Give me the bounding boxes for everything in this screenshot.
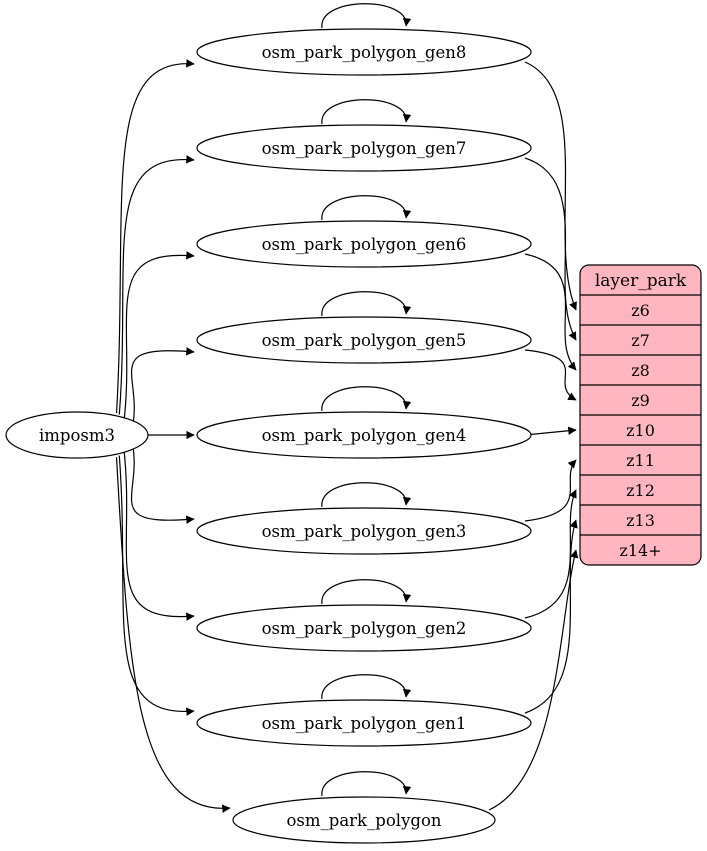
edge-gen3-to-z11: [524, 459, 577, 522]
record-row-z9[interactable]: z9: [631, 391, 650, 410]
table-nodes: osm_park_polygon_gen8 osm_park_polygon_ge…: [5, 28, 532, 844]
self-loop-gen1: [321, 674, 412, 700]
edge-imposm3-to-base: [115, 456, 231, 813]
edge-imposm3-to-gen5: [131, 347, 195, 429]
self-loop-gen7: [321, 99, 412, 125]
edge-gen5-to-z9: [524, 349, 577, 401]
node-gen8-ellipse[interactable]: [196, 28, 532, 76]
record-row-z7[interactable]: z7: [631, 331, 650, 350]
edge-gen2-to-z12: [524, 489, 577, 619]
edge-imposm3-to-gen7: [118, 155, 195, 415]
node-gen3-ellipse[interactable]: [196, 507, 532, 555]
layer-park-record-node[interactable]: layer_park z6 z7 z8 z9 z10 z11 z12 z13 z14+: [579, 264, 702, 566]
self-loop-gen4: [321, 386, 412, 412]
node-gen5-ellipse[interactable]: [196, 316, 532, 364]
self-loop-gen2: [321, 579, 412, 605]
node-gen2-label: osm_park_polygon_gen2: [262, 619, 467, 638]
self-loop-gen5: [321, 291, 412, 317]
node-base-label: osm_park_polygon: [286, 811, 441, 830]
edge-imposm3-to-gen1: [118, 455, 195, 716]
self-loop-gen8: [321, 3, 412, 29]
edge-gen8-to-z6: [524, 61, 577, 311]
node-imposm3-ellipse[interactable]: [5, 411, 149, 459]
record-row-z11[interactable]: z11: [626, 451, 655, 470]
edge-gen1-to-z13: [524, 519, 578, 714]
node-gen1-ellipse[interactable]: [196, 699, 532, 747]
edge-gen6-to-z8: [524, 253, 577, 371]
node-gen8-label: osm_park_polygon_gen8: [262, 43, 467, 62]
self-loop-edges: [321, 3, 412, 797]
edge-gen4-to-z10: [524, 426, 577, 436]
self-loop-gen3: [321, 482, 412, 508]
node-gen7-ellipse[interactable]: [196, 124, 532, 172]
record-row-z10[interactable]: z10: [626, 421, 655, 440]
edges-to-layer-park: [488, 61, 579, 811]
node-gen3-label: osm_park_polygon_gen3: [262, 522, 467, 541]
edge-gen7-to-z7: [524, 157, 577, 341]
edge-base-to-z14+: [488, 549, 579, 811]
record-row-z14+[interactable]: z14+: [619, 541, 661, 560]
self-loop-gen6: [321, 195, 412, 221]
record-row-z6[interactable]: z6: [631, 301, 650, 320]
node-gen4-ellipse[interactable]: [196, 411, 532, 459]
record-row-z13[interactable]: z13: [626, 511, 655, 530]
node-gen1-label: osm_park_polygon_gen1: [262, 714, 467, 733]
edge-imposm3-to-gen2: [123, 448, 195, 621]
node-gen7-label: osm_park_polygon_gen7: [262, 139, 467, 158]
node-gen5-label: osm_park_polygon_gen5: [262, 331, 467, 350]
node-imposm3-label: imposm3: [39, 426, 115, 445]
node-gen4-label: osm_park_polygon_gen4: [262, 426, 467, 445]
node-gen2-ellipse[interactable]: [196, 604, 532, 652]
self-loop-base: [321, 771, 412, 797]
record-row-z12[interactable]: z12: [626, 481, 655, 500]
edge-imposm3-to-gen6: [123, 251, 195, 422]
record-row-z8[interactable]: z8: [631, 361, 650, 380]
edges-from-imposm3: [115, 59, 231, 813]
layer-park-header: layer_park: [595, 271, 687, 291]
edge-imposm3-to-gen3: [130, 441, 195, 524]
node-base-ellipse[interactable]: [232, 796, 496, 844]
node-gen6-ellipse[interactable]: [196, 220, 532, 268]
edge-imposm3-to-gen8: [115, 59, 195, 414]
node-gen6-label: osm_park_polygon_gen6: [262, 235, 467, 254]
